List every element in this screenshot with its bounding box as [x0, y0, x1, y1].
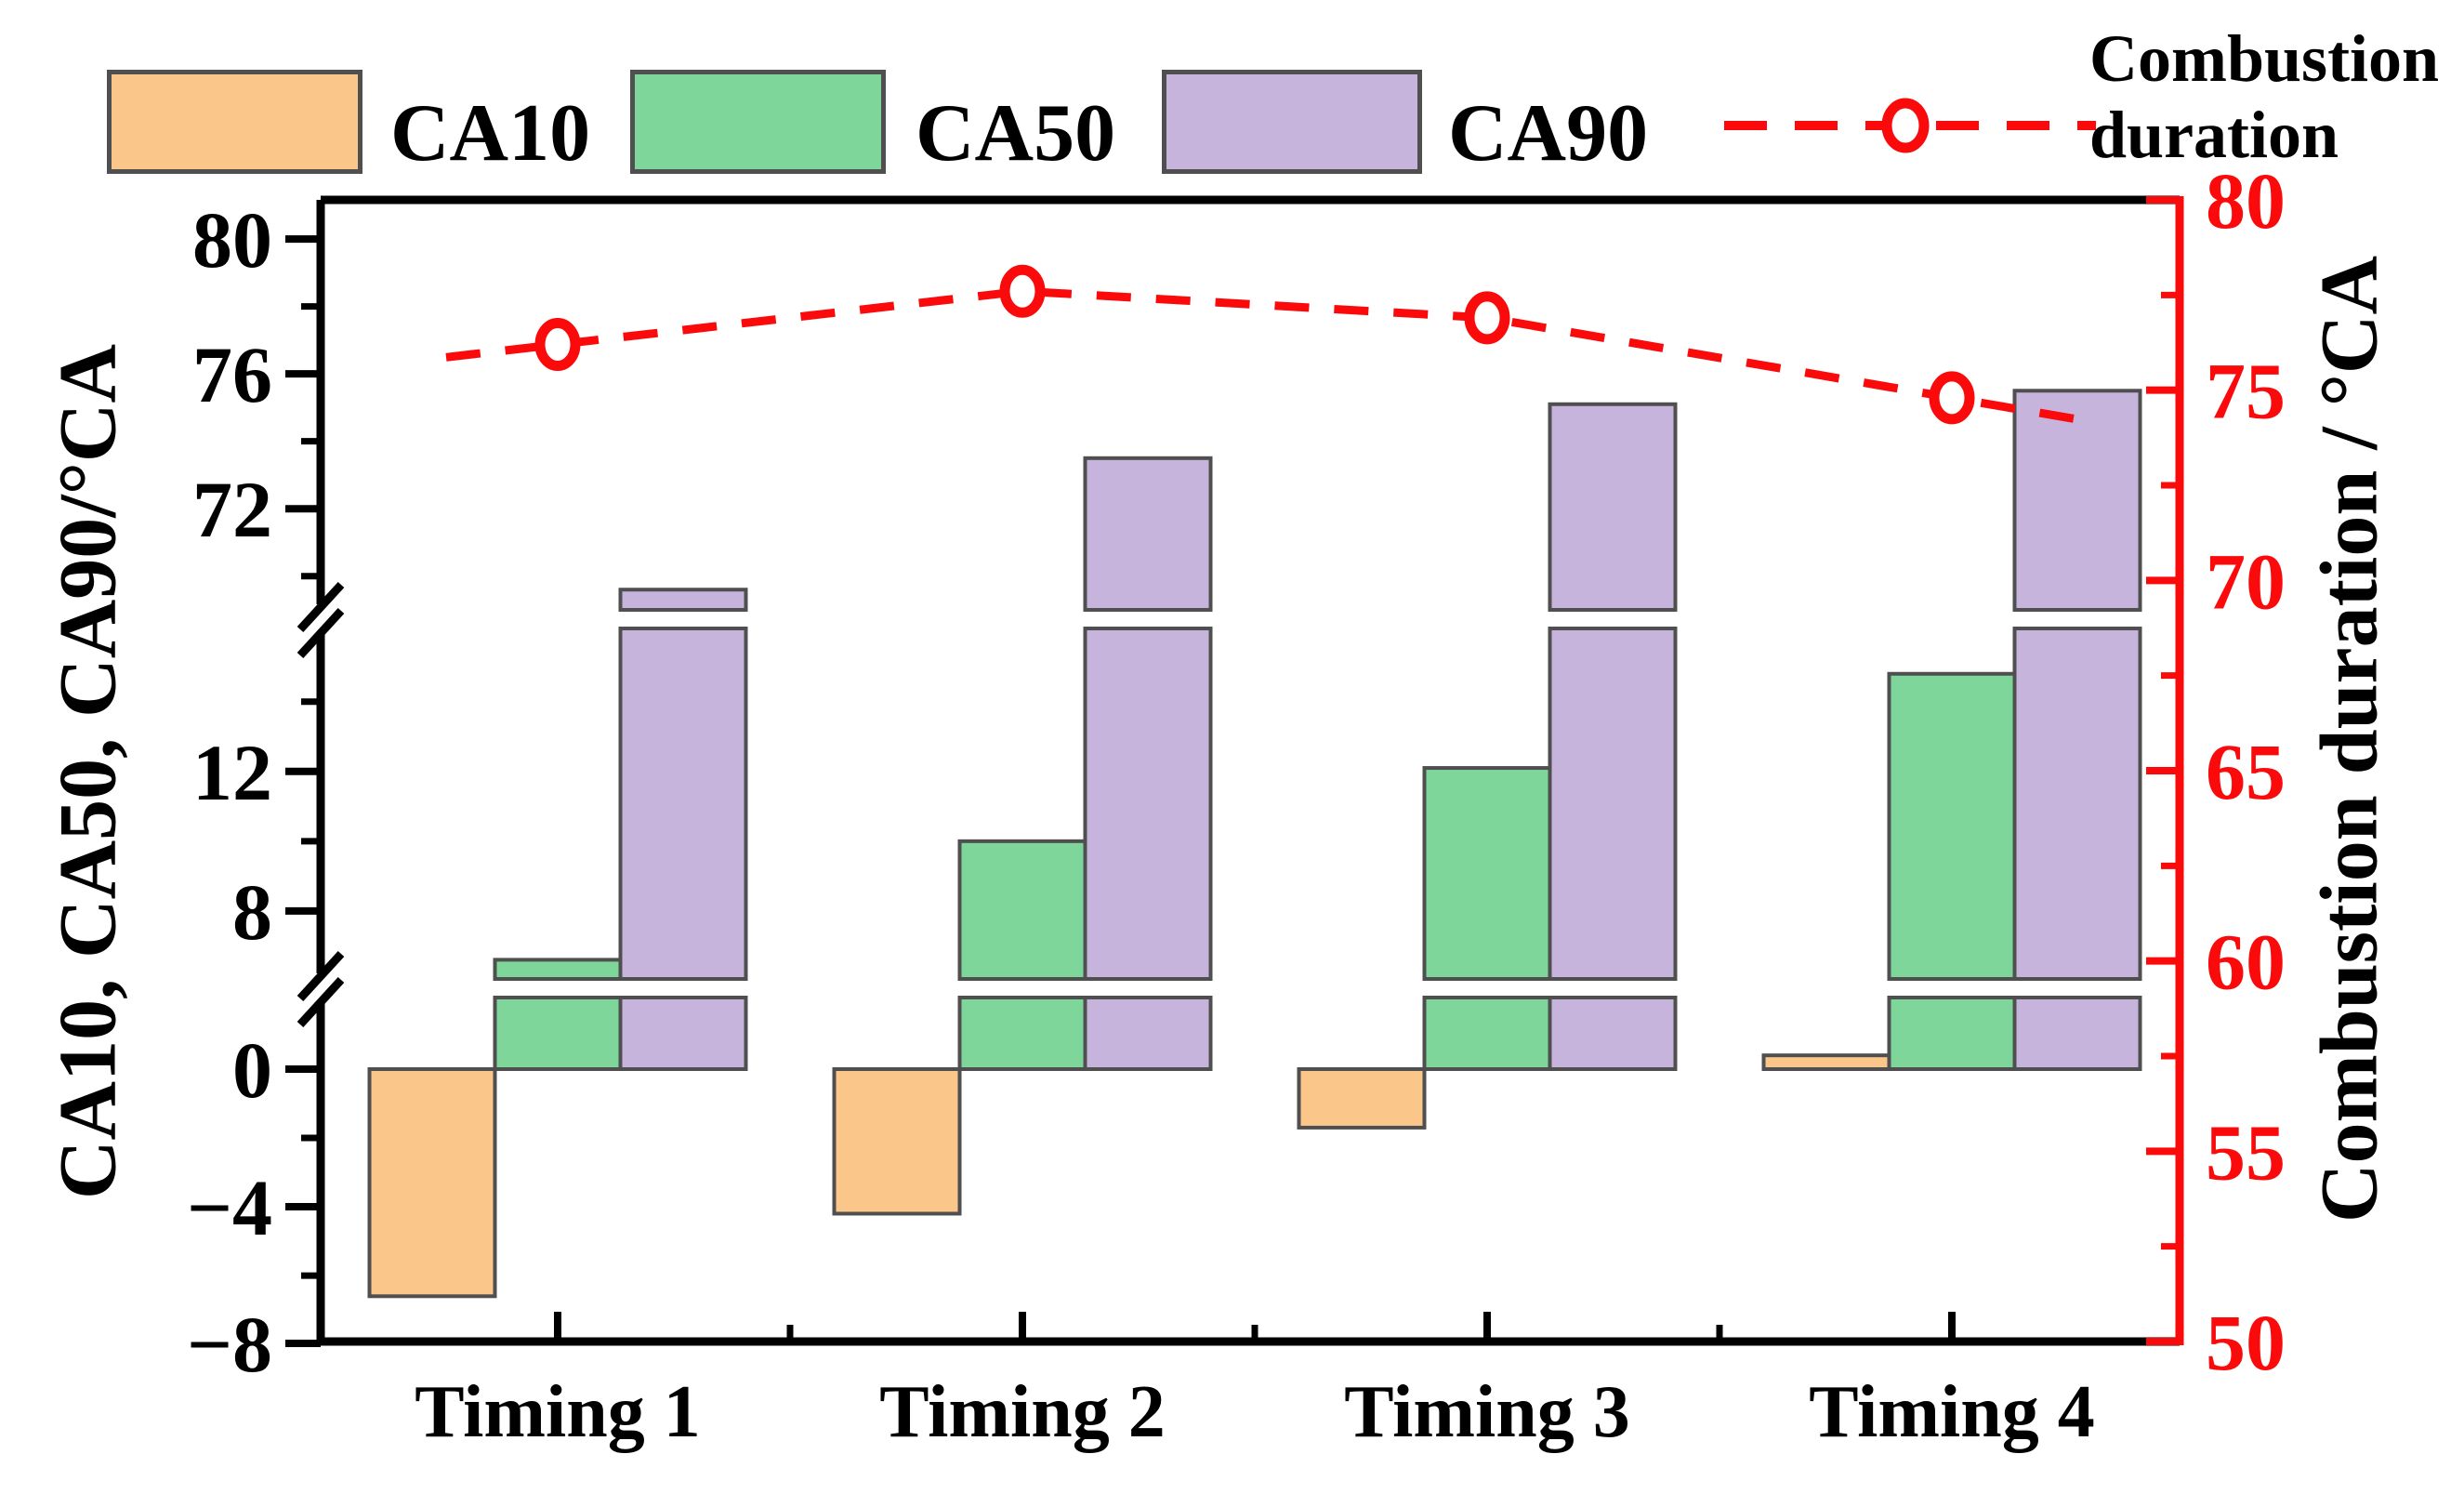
- legend-label-combustion-duration: Combustion duration: [2089, 20, 2439, 173]
- left-tick-label-0: 0: [232, 1025, 272, 1115]
- legend-swatch-ca90: [1162, 70, 1422, 174]
- duration-dashed-line: [445, 286, 2097, 427]
- bar-ca90-timing-3-seg1: [1548, 627, 1678, 981]
- axis-break-slash-0b: [296, 607, 345, 659]
- bar-ca90-timing-4-seg1: [2012, 627, 2142, 981]
- duration-marker-1: [534, 318, 581, 371]
- left-tick-label-72: 72: [192, 465, 272, 554]
- bar-ca90-timing-3-seg2: [1548, 996, 1678, 1071]
- bar-ca90-timing-2-seg2: [1083, 996, 1213, 1071]
- bar-ca50-timing-1: [493, 958, 623, 982]
- right-axis-title: Combustion duration / °CA: [2304, 255, 2395, 1223]
- left-tick-label-−4: −4: [187, 1163, 272, 1252]
- bar-ca50-timing-4-seg1: [1887, 996, 2017, 1071]
- bar-ca90-timing-1-seg1: [618, 627, 748, 981]
- bar-ca90-timing-2: [1083, 456, 1213, 613]
- duration-marker-4: [1929, 371, 1975, 425]
- bar-ca10-timing-2: [832, 1067, 962, 1216]
- right-tick-label-50: 50: [2206, 1298, 2286, 1387]
- bar-ca50-timing-2: [957, 839, 1087, 981]
- bar-ca50-timing-4: [1887, 671, 2017, 981]
- bar-ca90-timing-2-seg1: [1083, 627, 1213, 981]
- bar-ca90-timing-4-seg2: [2012, 996, 2142, 1071]
- axis-break-slash-1b: [296, 976, 345, 1028]
- right-tick-label-60: 60: [2206, 918, 2286, 1007]
- x-label-3: Timing 3: [1344, 1371, 1630, 1453]
- axis-break-slash-0a: [296, 581, 345, 633]
- duration-marker-2: [999, 264, 1046, 318]
- axis-break-slash-1a: [296, 950, 345, 1002]
- bar-ca10-timing-4: [1761, 1053, 1891, 1071]
- legend-line-sample: [1724, 98, 2096, 153]
- legend-swatch-ca50: [630, 70, 886, 174]
- legend-circle-marker-icon: [1881, 98, 1930, 153]
- right-tick-label-75: 75: [2206, 347, 2286, 436]
- bar-ca50-timing-3: [1422, 766, 1552, 981]
- left-tick-label-−8: −8: [187, 1300, 272, 1389]
- bar-ca50-timing-1-seg1: [493, 996, 623, 1071]
- bar-ca90-timing-3: [1548, 402, 1678, 612]
- bar-ca90-timing-1-seg2: [618, 996, 748, 1071]
- left-tick-label-76: 76: [192, 330, 272, 419]
- x-label-1: Timing 1: [415, 1371, 701, 1453]
- bar-ca90-timing-4: [2012, 389, 2142, 612]
- legend-label-ca10: CA10: [390, 88, 591, 178]
- right-tick-label-65: 65: [2206, 727, 2286, 816]
- bar-ca50-timing-2-seg1: [957, 996, 1087, 1071]
- left-tick-label-80: 80: [192, 195, 272, 284]
- legend-label-line1: Combustion: [2089, 21, 2440, 96]
- legend-label-line2: duration: [2089, 98, 2339, 172]
- bar-ca50-timing-3-seg1: [1422, 996, 1552, 1071]
- bar-ca90-timing-1: [618, 588, 748, 612]
- left-tick-label-12: 12: [192, 728, 272, 817]
- right-tick-label-80: 80: [2206, 156, 2286, 245]
- right-tick-label-55: 55: [2206, 1107, 2286, 1196]
- left-axis-title: CA10, CA50, CA90/°CA: [43, 343, 134, 1200]
- bar-ca10-timing-1: [367, 1067, 497, 1299]
- right-tick-label-70: 70: [2206, 536, 2286, 626]
- legend-label-ca50: CA50: [916, 88, 1116, 178]
- left-tick-label-8: 8: [232, 867, 272, 957]
- duration-marker-3: [1464, 291, 1510, 345]
- x-label-4: Timing 4: [1809, 1371, 2095, 1453]
- legend-swatch-ca10: [107, 70, 362, 174]
- x-label-2: Timing 2: [879, 1371, 1166, 1453]
- legend-label-ca90: CA90: [1448, 88, 1649, 178]
- bar-ca10-timing-3: [1297, 1067, 1427, 1130]
